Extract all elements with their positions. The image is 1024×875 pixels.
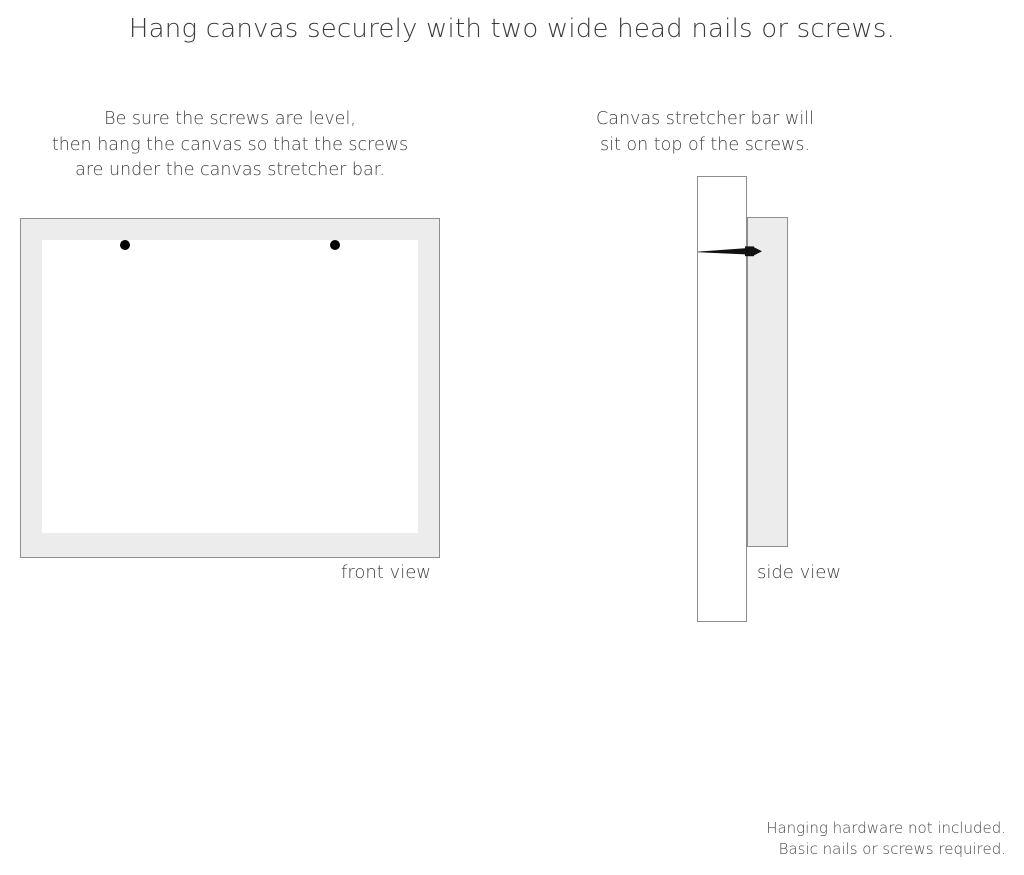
front-view-label: front view: [341, 562, 431, 583]
disclaimer-text: Hanging hardware not included. Basic nai…: [766, 818, 1006, 860]
front-view-caption-line-2: then hang the canvas so that the screws: [51, 134, 409, 155]
front-view-caption-line-1: Be sure the screws are level,: [104, 109, 356, 129]
front-view-diagram: [20, 218, 440, 558]
front-view-caption: Be sure the screws are level, then hang …: [20, 107, 440, 184]
canvas-edge-shape: [747, 217, 788, 547]
canvas-frame-inner: [42, 240, 418, 533]
side-view-caption: Canvas stretcher bar will sit on top of …: [560, 107, 850, 158]
disclaimer-line-2: Basic nails or screws required.: [778, 840, 1006, 858]
front-view-caption-line-3: are under the canvas stretcher bar.: [75, 160, 385, 180]
left-screw-icon: [120, 240, 130, 250]
disclaimer-line-1: Hanging hardware not included.: [766, 819, 1006, 837]
side-view-label: side view: [757, 562, 842, 583]
page-title: Hang canvas securely with two wide head …: [128, 14, 896, 44]
side-view-caption-line-2: sit on top of the screws.: [599, 134, 811, 155]
right-screw-icon: [330, 240, 340, 250]
side-view-caption-line-1: Canvas stretcher bar will: [596, 109, 814, 129]
side-view-diagram: [697, 176, 817, 626]
side-screw-icon: [698, 246, 762, 257]
